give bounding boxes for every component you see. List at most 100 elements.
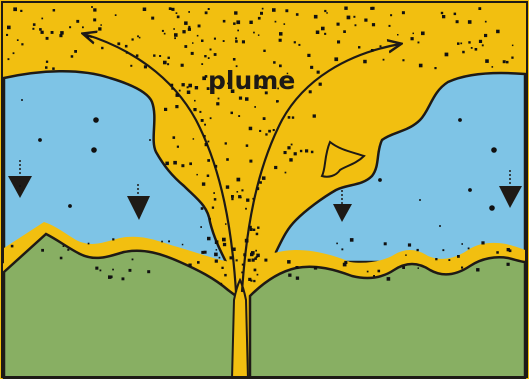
sediment-particle-icon	[441, 12, 443, 14]
sediment-particle-icon	[164, 108, 167, 111]
sediment-particle-icon	[263, 50, 265, 52]
sediment-particle-icon	[231, 112, 234, 115]
sediment-particle-icon	[179, 90, 181, 92]
sediment-particle-icon	[343, 30, 346, 33]
sediment-particle-icon	[204, 55, 206, 57]
sediment-particle-icon	[197, 261, 200, 264]
sediment-particle-icon	[485, 21, 487, 23]
sediment-particle-icon	[168, 240, 170, 242]
sediment-particle-icon	[182, 30, 185, 33]
sediment-particle-icon	[174, 33, 178, 37]
sediment-particle-icon	[132, 259, 134, 261]
sediment-particle-icon	[252, 198, 254, 200]
sediment-particle-icon	[59, 34, 62, 37]
sediment-particle-icon	[201, 63, 203, 65]
sediment-particle-icon	[193, 138, 195, 140]
sediment-particle-icon	[507, 248, 510, 251]
sediment-particle-icon	[442, 15, 445, 18]
sediment-particle-icon	[435, 258, 437, 260]
sediment-particle-icon	[239, 97, 242, 100]
sediment-particle-icon	[208, 57, 210, 59]
sediment-particle-icon	[214, 253, 218, 257]
sediment-particle-icon	[19, 185, 21, 187]
sediment-particle-icon	[321, 27, 325, 31]
sediment-particle-icon	[245, 239, 249, 243]
sediment-particle-icon	[215, 240, 219, 244]
sediment-particle-icon	[231, 198, 233, 200]
sediment-particle-icon	[67, 249, 69, 251]
sediment-particle-icon	[95, 267, 98, 270]
sediment-particle-icon	[132, 38, 134, 40]
sediment-particle-icon	[173, 161, 177, 165]
sediment-particle-icon	[481, 241, 484, 244]
sediment-particle-icon	[337, 40, 340, 43]
sediment-particle-icon	[221, 283, 223, 285]
sediment-particle-icon	[249, 21, 252, 24]
sediment-particle-icon	[216, 249, 218, 251]
sediment-particle-icon	[492, 66, 494, 68]
vent-channel	[232, 280, 248, 379]
sediment-particle-icon	[389, 25, 391, 27]
sediment-particle-icon	[254, 106, 256, 108]
sediment-particle-icon	[226, 185, 229, 188]
sediment-particle-icon	[384, 242, 387, 245]
sediment-particle-icon	[242, 264, 244, 266]
sediment-particle-icon	[207, 159, 210, 162]
sediment-particle-icon	[268, 130, 271, 133]
sediment-particle-icon	[240, 197, 242, 199]
sediment-particle-icon	[241, 189, 243, 191]
sediment-particle-icon	[41, 31, 44, 34]
sediment-particle-icon	[471, 47, 473, 49]
sediment-particle-icon	[74, 50, 77, 53]
sediment-particle-icon	[479, 40, 482, 43]
sediment-particle-icon	[496, 251, 499, 254]
sediment-particle-icon	[402, 59, 404, 61]
sediment-particle-icon	[161, 241, 163, 243]
sediment-particle-icon	[153, 54, 155, 56]
sediment-particle-icon	[248, 259, 251, 262]
sediment-particle-icon	[258, 34, 260, 36]
sediment-particle-icon	[168, 57, 170, 59]
sediment-particle-icon	[230, 256, 233, 259]
sediment-particle-icon	[461, 243, 463, 245]
sediment-particle-icon	[7, 26, 11, 30]
sediment-particle-icon	[418, 42, 420, 44]
sediment-particle-icon	[117, 42, 120, 45]
sediment-particle-icon	[171, 84, 174, 87]
sediment-particle-icon	[125, 45, 128, 48]
sediment-particle-icon	[126, 51, 128, 53]
sediment-particle-icon	[287, 146, 290, 149]
sediment-particle-icon	[511, 57, 513, 59]
sediment-particle-icon	[100, 24, 102, 26]
sediment-particle-icon	[219, 257, 221, 259]
sediment-particle-icon	[258, 17, 261, 20]
sediment-particle-icon	[313, 114, 316, 117]
sediment-particle-icon	[223, 20, 226, 23]
sediment-particle-icon	[130, 65, 132, 67]
sediment-particle-icon	[311, 151, 314, 154]
sediment-particle-icon	[208, 141, 210, 143]
sediment-particle-icon	[296, 13, 299, 16]
sediment-particle-icon	[144, 65, 147, 68]
sediment-particle-icon	[191, 52, 194, 55]
sediment-particle-icon	[164, 33, 166, 35]
sediment-particle-icon	[413, 33, 415, 35]
sediment-particle-icon	[314, 266, 317, 269]
sediment-particle-icon	[288, 116, 291, 119]
sediment-particle-icon	[175, 105, 178, 108]
sediment-particle-icon	[60, 257, 63, 260]
sediment-particle-icon	[223, 40, 225, 42]
sediment-particle-icon	[397, 34, 399, 36]
sediment-particle-icon	[292, 116, 294, 118]
sediment-particle-icon	[259, 130, 261, 132]
sediment-particle-icon	[485, 59, 489, 63]
sediment-particle-icon	[491, 147, 497, 153]
sediment-particle-icon	[284, 23, 286, 25]
sediment-particle-icon	[11, 245, 14, 248]
sediment-particle-icon	[370, 7, 373, 10]
sediment-particle-icon	[243, 253, 246, 256]
sediment-particle-icon	[163, 61, 167, 65]
sediment-particle-icon	[207, 237, 211, 241]
sediment-particle-icon	[462, 51, 465, 54]
sediment-particle-icon	[139, 37, 141, 39]
